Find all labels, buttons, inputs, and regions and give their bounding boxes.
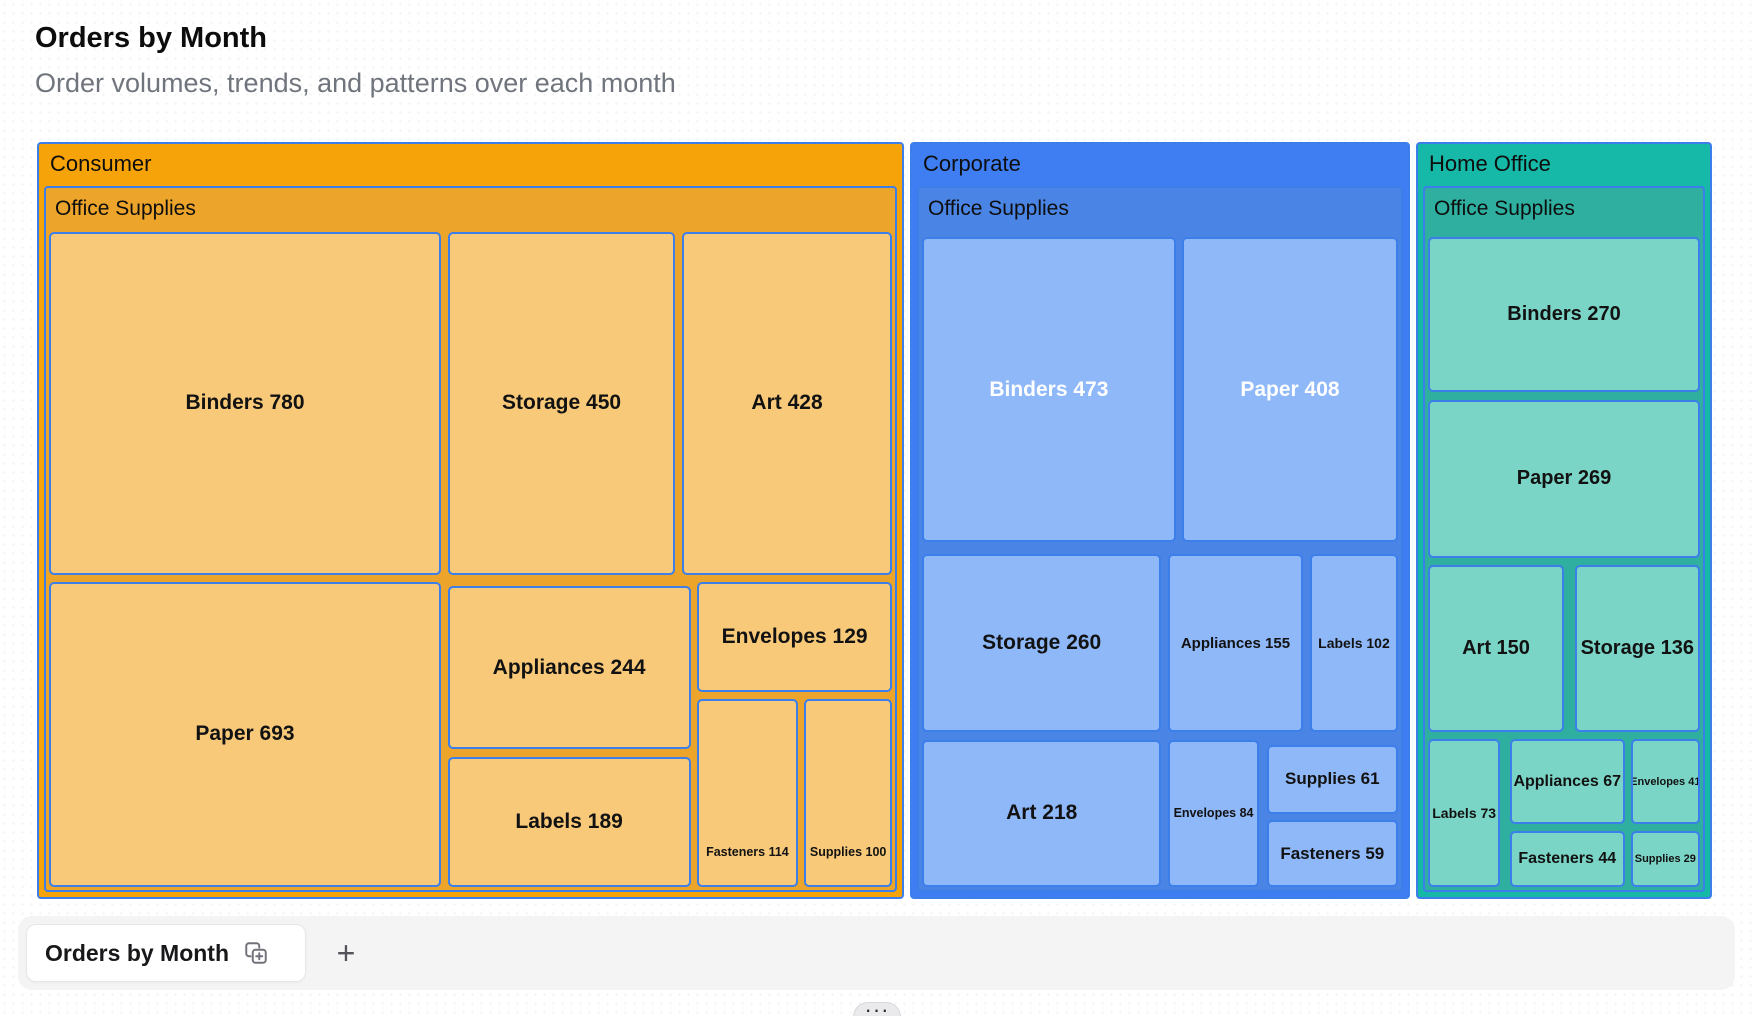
treemap-group-corporate: Corporate Office Supplies Binders 473 Pa… bbox=[910, 142, 1410, 899]
tile-consumer-fasteners[interactable]: Fasteners 114 bbox=[697, 699, 798, 887]
tile-corporate-labels[interactable]: Labels 102 bbox=[1309, 554, 1398, 732]
tile-home-labels[interactable]: Labels 73 bbox=[1428, 738, 1501, 887]
subgroup-header-corporate[interactable]: Office Supplies bbox=[928, 197, 1069, 220]
tiles-corporate: Binders 473 Paper 408 Storage 260 Applia… bbox=[922, 232, 1398, 887]
tile-corporate-envelopes[interactable]: Envelopes 84 bbox=[1167, 739, 1260, 887]
tab-label: Orders by Month bbox=[45, 939, 230, 966]
tab-orders-by-month[interactable]: Orders by Month bbox=[26, 924, 306, 982]
tile-home-envelopes[interactable]: Envelopes 41 bbox=[1630, 738, 1700, 825]
subgroup-consumer-office-supplies: Office Supplies Binders 780 Storage 450 … bbox=[44, 186, 897, 892]
page-title: Orders by Month bbox=[35, 22, 268, 54]
tile-home-paper[interactable]: Paper 269 bbox=[1428, 399, 1700, 558]
subgroup-corporate-office-supplies: Office Supplies Binders 473 Paper 408 St… bbox=[917, 186, 1403, 892]
group-header-home-office[interactable]: Home Office bbox=[1429, 151, 1551, 176]
tile-home-storage[interactable]: Storage 136 bbox=[1574, 564, 1700, 733]
duplicate-tab-icon[interactable] bbox=[243, 940, 269, 966]
tiles-home-office: Binders 270 Paper 269 Art 150 Storage 13… bbox=[1428, 232, 1700, 887]
tile-consumer-art[interactable]: Art 428 bbox=[682, 232, 892, 575]
tile-consumer-envelopes[interactable]: Envelopes 129 bbox=[697, 581, 892, 692]
tile-corporate-binders[interactable]: Binders 473 bbox=[922, 237, 1176, 543]
subgroup-header-consumer[interactable]: Office Supplies bbox=[55, 197, 196, 220]
tile-corporate-supplies[interactable]: Supplies 61 bbox=[1266, 744, 1398, 814]
treemap-group-consumer: Consumer Office Supplies Binders 780 Sto… bbox=[37, 142, 904, 899]
group-header-corporate[interactable]: Corporate bbox=[923, 151, 1021, 176]
page-subtitle: Order volumes, trends, and patterns over… bbox=[35, 68, 676, 98]
tile-consumer-labels[interactable]: Labels 189 bbox=[447, 756, 691, 887]
tile-corporate-appliances[interactable]: Appliances 155 bbox=[1167, 554, 1304, 732]
tile-home-supplies[interactable]: Supplies 29 bbox=[1630, 831, 1700, 887]
tile-corporate-art[interactable]: Art 218 bbox=[922, 739, 1162, 887]
tile-consumer-paper[interactable]: Paper 693 bbox=[49, 581, 441, 887]
tile-home-appliances[interactable]: Appliances 67 bbox=[1509, 738, 1625, 825]
tile-home-fasteners[interactable]: Fasteners 44 bbox=[1509, 831, 1625, 887]
tile-corporate-storage[interactable]: Storage 260 bbox=[922, 554, 1162, 732]
tile-corporate-fasteners[interactable]: Fasteners 59 bbox=[1266, 820, 1398, 887]
tile-consumer-binders[interactable]: Binders 780 bbox=[49, 232, 441, 575]
add-tab-button[interactable]: + bbox=[336, 934, 356, 971]
tile-consumer-storage[interactable]: Storage 450 bbox=[447, 232, 676, 575]
tab-bar: Orders by Month + bbox=[18, 916, 1735, 990]
subgroup-home-office-supplies: Office Supplies Binders 270 Paper 269 Ar… bbox=[1423, 186, 1705, 892]
tile-consumer-appliances[interactable]: Appliances 244 bbox=[447, 585, 691, 750]
tile-corporate-paper[interactable]: Paper 408 bbox=[1181, 237, 1398, 543]
treemap-group-home-office: Home Office Office Supplies Binders 270 … bbox=[1416, 142, 1712, 899]
tile-home-binders[interactable]: Binders 270 bbox=[1428, 237, 1700, 392]
group-header-consumer[interactable]: Consumer bbox=[50, 151, 152, 176]
tile-consumer-supplies[interactable]: Supplies 100 bbox=[804, 699, 892, 887]
overflow-handle[interactable]: ··· bbox=[853, 999, 901, 1016]
subgroup-header-home-office[interactable]: Office Supplies bbox=[1434, 197, 1575, 220]
tile-home-art[interactable]: Art 150 bbox=[1428, 564, 1564, 733]
tiles-consumer: Binders 780 Storage 450 Art 428 Paper 69… bbox=[49, 232, 892, 887]
